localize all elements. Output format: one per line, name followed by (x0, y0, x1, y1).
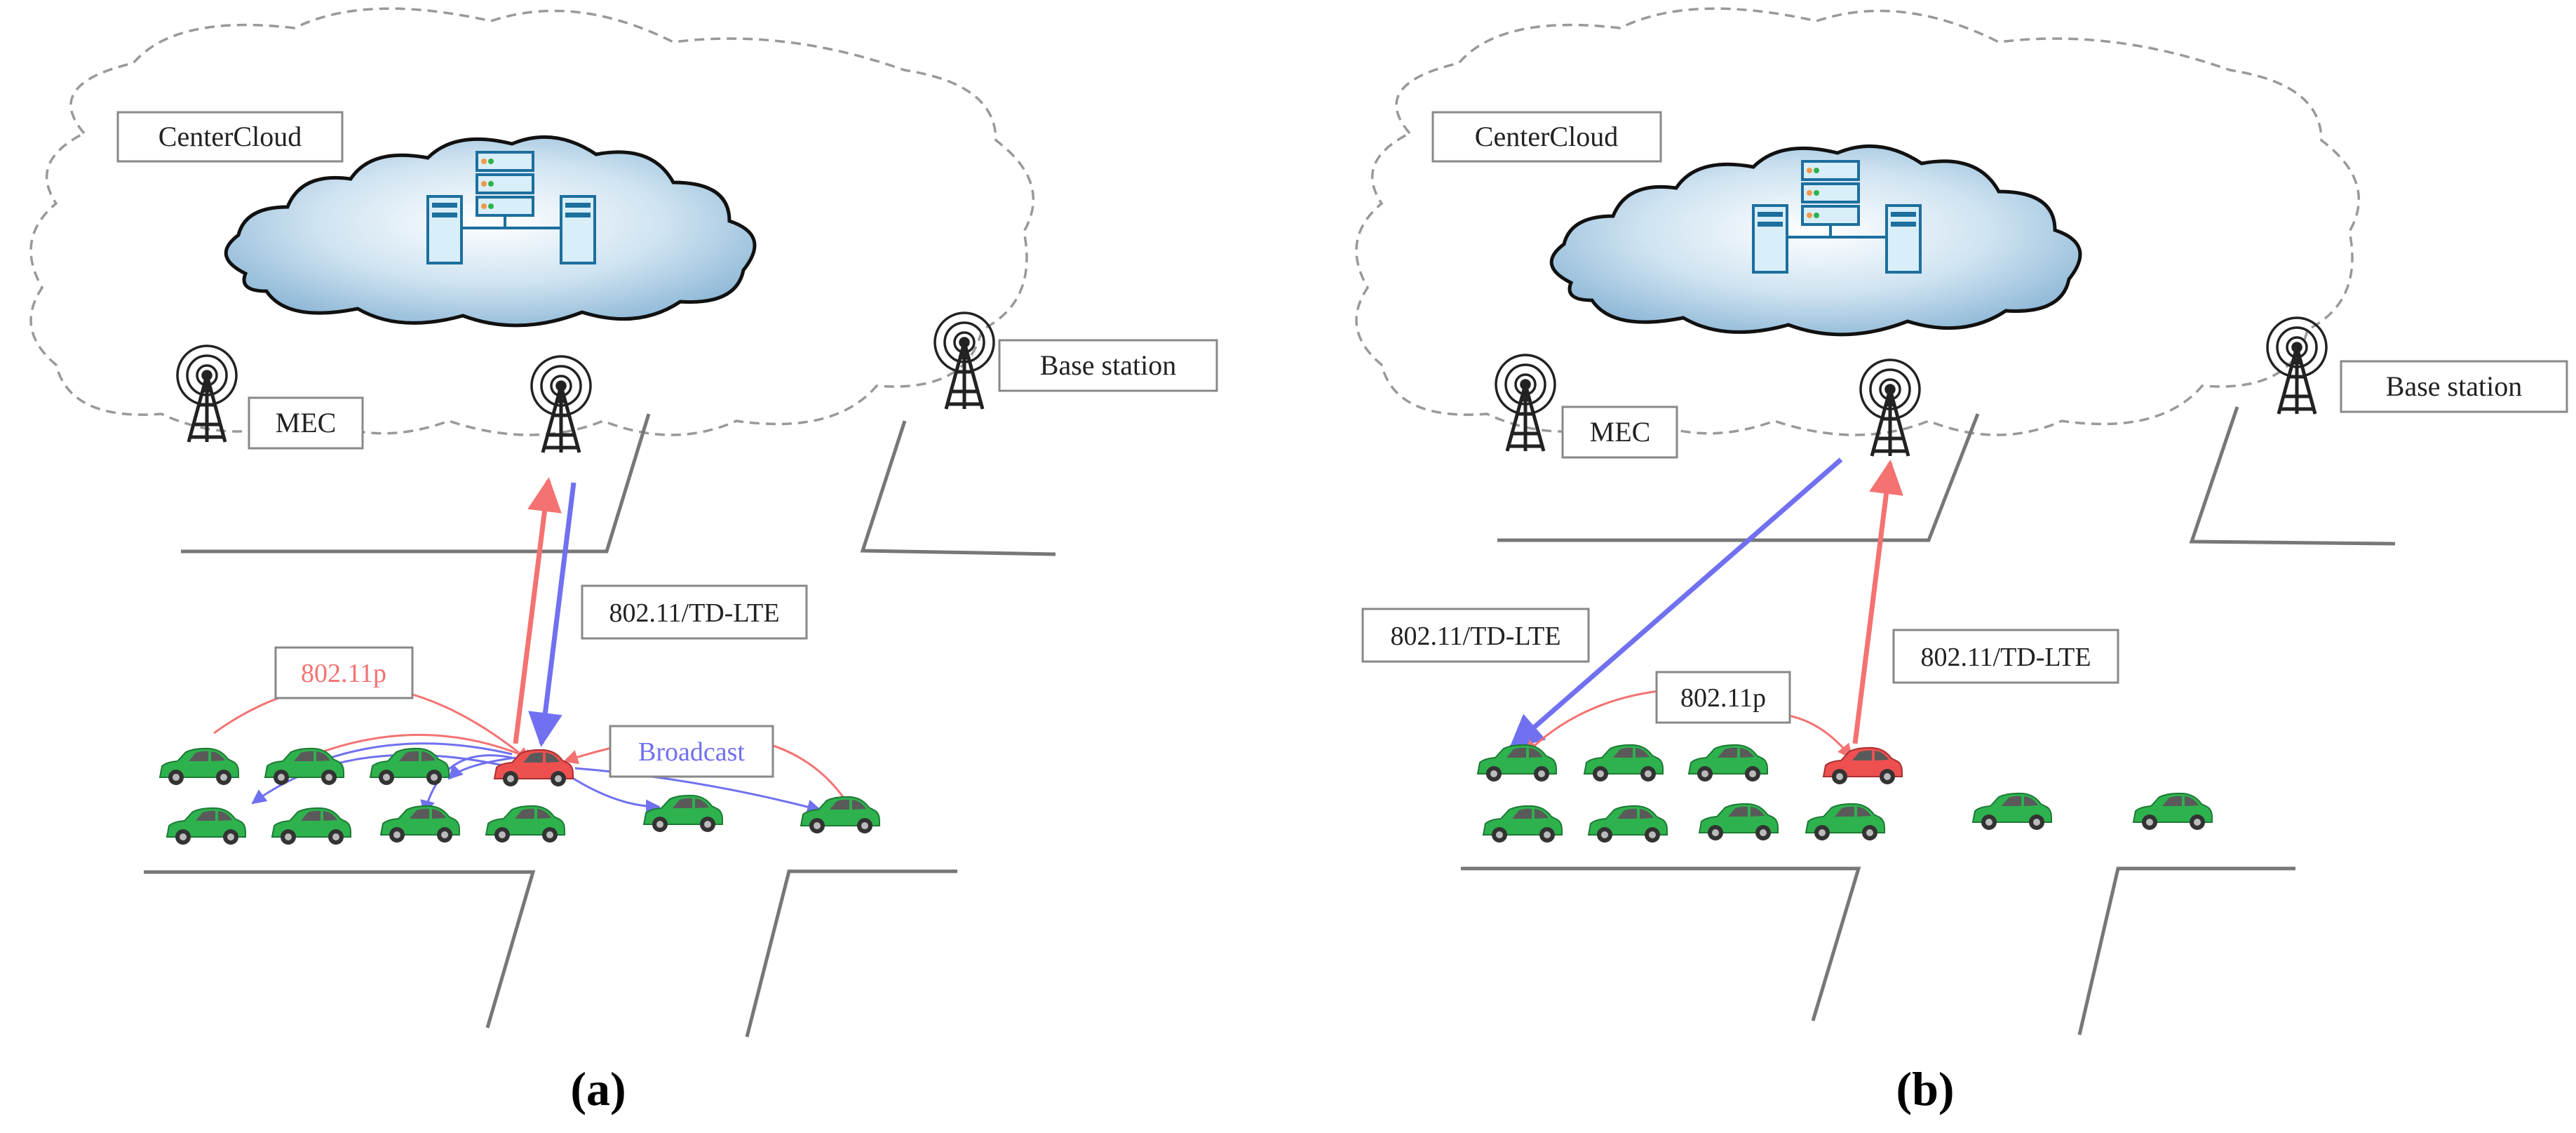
downlink-arrow (1509, 457, 1843, 750)
cloud-region-outline (29, 7, 1035, 436)
panel-caption: (a) (570, 1062, 626, 1115)
panel-a: CenterCloud MEC Base station 802.11/TD-L… (29, 7, 1218, 1115)
uplink-arrow (513, 477, 562, 744)
car-icon (370, 747, 450, 786)
panel-b: CenterCloud MEC Base station 802.11/TD-L… (1355, 7, 2568, 1115)
road (144, 413, 1056, 1038)
uplink-arrow (1852, 460, 1903, 744)
center-cloud-label-box: CenterCloud (1431, 111, 1662, 163)
base-station-label-box: Base station (998, 339, 1218, 392)
car-icon (1483, 805, 1563, 843)
lte-label: 802.11/TD-LTE (609, 598, 779, 628)
car-icon (1823, 746, 1903, 785)
lte-label-box: 802.11/TD-LTE (581, 584, 808, 640)
mec-label-box: MEC (248, 396, 364, 450)
base-station-label: Base station (1040, 349, 1176, 381)
downlink-arrow (528, 482, 576, 747)
car-icon (1688, 744, 1768, 782)
base-station-label-box: Base station (2340, 360, 2568, 413)
car-icon (380, 805, 460, 843)
broadcast-link (251, 753, 516, 805)
dsrc-label: 802.11p (301, 659, 386, 688)
car-icon (1805, 803, 1885, 841)
base-station-label: Base station (2386, 370, 2522, 402)
mec-label-box: MEC (1561, 405, 1678, 459)
antenna-icon (935, 313, 994, 409)
car-icon (494, 749, 574, 787)
car-icon (485, 805, 565, 843)
mec-label: MEC (1590, 416, 1651, 448)
antenna-icon (1496, 355, 1555, 451)
lte-label: 802.11/TD-LTE (1390, 622, 1560, 651)
broadcast-link (447, 756, 516, 780)
dsrc-link (1524, 690, 1659, 756)
cloud-icon (226, 137, 755, 325)
car-icon (166, 807, 246, 845)
dsrc-label: 802.11p (1680, 683, 1766, 713)
car-icon (271, 807, 351, 845)
road (1461, 406, 2396, 1035)
dsrc-label-box: 802.11p (274, 646, 414, 699)
lte-label: 802.11/TD-LTE (1920, 643, 2091, 672)
antenna-icon (532, 356, 591, 452)
dsrc-link (297, 734, 538, 763)
dsrc-label-box: 802.11p (1655, 671, 1791, 724)
center-cloud-label: CenterCloud (1475, 121, 1618, 152)
car-icon (1699, 803, 1779, 841)
car-icon (2133, 792, 2213, 831)
antenna-icon (2267, 318, 2326, 414)
dsrc-link (1788, 714, 1853, 759)
lte-label-box: 802.11/TD-LTE (1361, 608, 1590, 663)
car-icon (800, 796, 880, 834)
car-icon (1584, 744, 1664, 782)
panel-caption: (b) (1896, 1062, 1954, 1115)
broadcast-label-box: Broadcast (609, 725, 774, 778)
broadcast-link (574, 767, 823, 814)
car-icon (159, 747, 239, 786)
antenna-icon (1861, 360, 1920, 456)
cloud-icon (1551, 146, 2080, 334)
broadcast-link (567, 774, 661, 814)
center-cloud-label-box: CenterCloud (116, 111, 344, 163)
car-icon (264, 747, 344, 786)
car-icon (643, 794, 723, 833)
broadcast-label: Broadcast (638, 737, 745, 767)
cloud-region-outline (1355, 7, 2361, 436)
center-cloud-label: CenterCloud (159, 121, 302, 152)
lte-label-box: 802.11/TD-LTE (1892, 629, 2119, 684)
car-icon (1588, 805, 1668, 843)
mec-label: MEC (276, 407, 337, 438)
antenna-icon (177, 346, 236, 442)
car-icon (1477, 744, 1557, 782)
car-icon (1972, 792, 2052, 831)
